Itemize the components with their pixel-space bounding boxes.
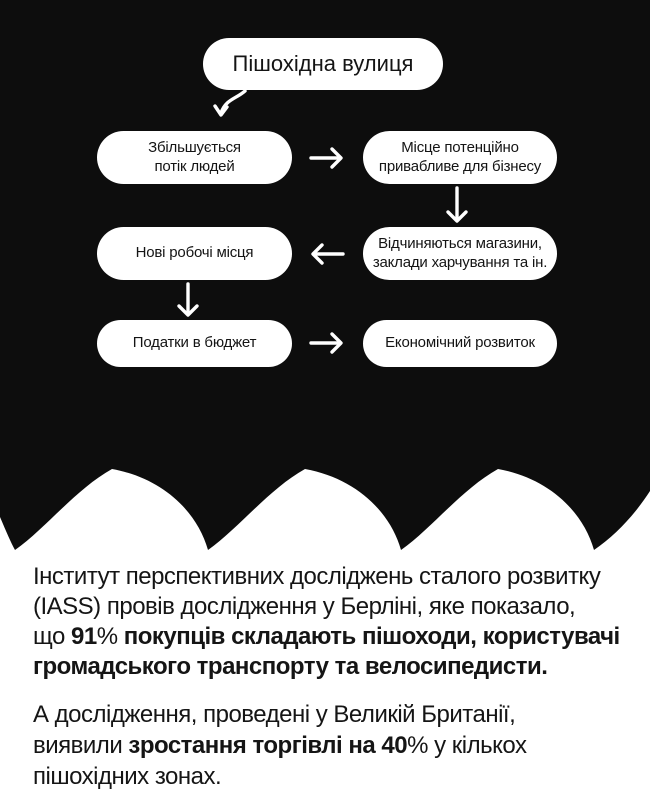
node-attractive-place: Місце потенційно привабливе для бізнесу [363, 131, 557, 184]
node-increase-flow-label: Збільшується потік людей [148, 138, 241, 175]
node-shops-open: Відчиняються магазини, заклади харчуванн… [363, 227, 557, 280]
arrow-left-icon-row2 [308, 241, 346, 267]
curved-arrow-icon [212, 88, 252, 124]
wave-divider [0, 469, 650, 555]
node-new-jobs-label: Нові робочі місця [135, 244, 254, 262]
arrow-down-icon-right [445, 186, 469, 226]
arrow-right-icon-row1 [308, 145, 346, 171]
arrow-right-icon-row3 [308, 330, 346, 356]
node-attractive-place-label: Місце потенційно привабливе для бізнесу [378, 138, 542, 175]
paragraph-berlin-study: Інститут перспективних досліджень сталог… [33, 563, 620, 680]
node-taxes: Податки в бюджет [97, 320, 292, 367]
arrow-down-icon-left [176, 282, 200, 320]
title-pill: Пішохідна вулиця [203, 38, 443, 90]
flowchart-section: Пішохідна вулиця Збільшується потік люде… [0, 0, 650, 555]
node-economic-growth: Економічний розвиток [363, 320, 557, 367]
node-new-jobs: Нові робочі місця [97, 227, 292, 280]
node-economic-growth-label: Економічний розвиток [385, 334, 535, 352]
node-shops-open-label: Відчиняються магазини, заклади харчуванн… [372, 234, 548, 271]
paragraph-uk-study: А дослідження, проведені у Великій Брита… [33, 701, 527, 790]
flowchart-title: Пішохідна вулиця [232, 51, 414, 77]
node-taxes-label: Податки в бюджет [132, 334, 257, 352]
node-increase-flow: Збільшується потік людей [97, 131, 292, 184]
